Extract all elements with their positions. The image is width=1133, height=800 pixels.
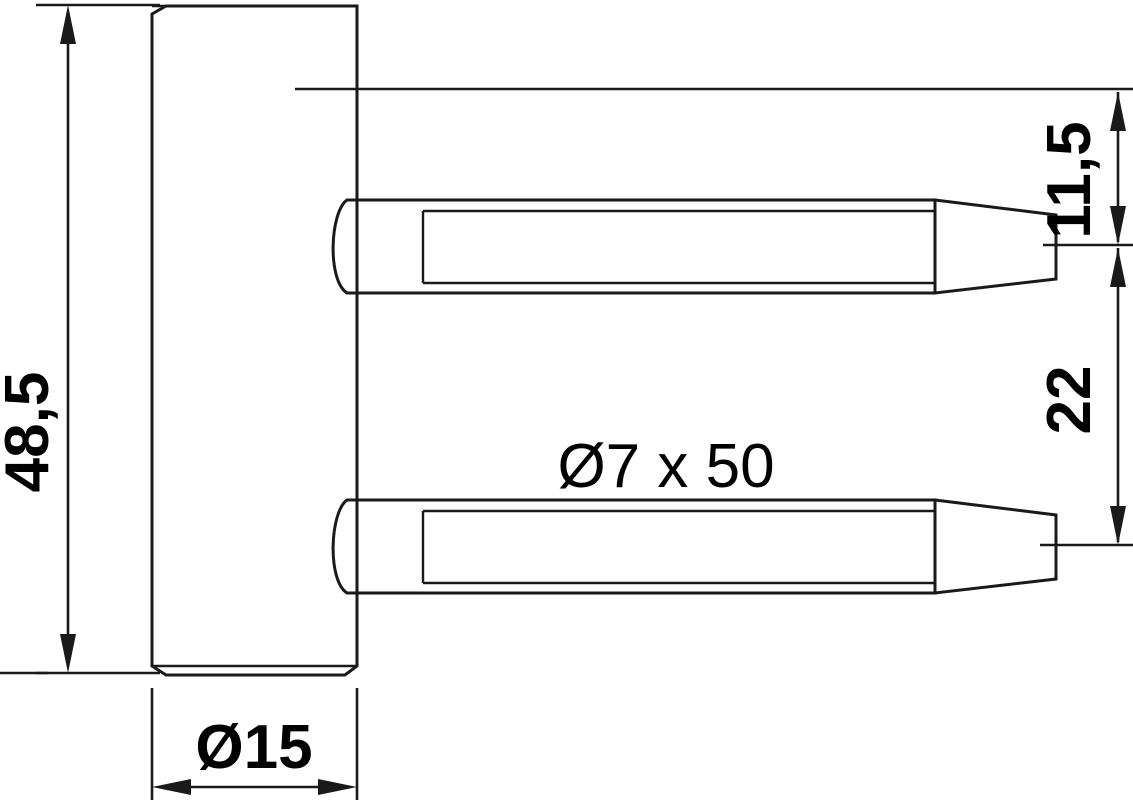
arrow-head-overall-height-bottom — [60, 634, 76, 673]
hinge-body-outline — [150, 4, 359, 677]
upper-pin-rounded-head — [331, 198, 360, 295]
arrow-head-body-diameter-left — [152, 779, 191, 795]
dim-label-pin-offset-top: 11,5 — [1035, 121, 1104, 238]
dim-label-overall-height: 48,5 — [0, 372, 62, 493]
arrow-head-pin-offset-top-up — [1110, 92, 1126, 131]
arrow-head-overall-height-top — [60, 5, 76, 44]
arrow-head-body-diameter-right — [318, 779, 357, 795]
lower-pin-tapered-tip — [933, 498, 1058, 595]
dim-label-body-diameter: Ø15 — [195, 713, 312, 782]
arrow-head-pin-spacing-bottom — [1110, 506, 1126, 545]
upper-pin-shaft — [355, 198, 937, 295]
lower-pin-rounded-head — [331, 498, 360, 595]
lower-pin-shaft — [355, 498, 937, 595]
arrow-head-pin-offset-top-down — [1110, 206, 1126, 245]
upper-pin-tapered-tip — [933, 198, 1058, 295]
arrow-head-pin-spacing-top — [1110, 248, 1126, 287]
annotation-pin-spec: Ø7 x 50 — [557, 432, 774, 501]
dim-label-pin-spacing: 22 — [1035, 366, 1104, 435]
